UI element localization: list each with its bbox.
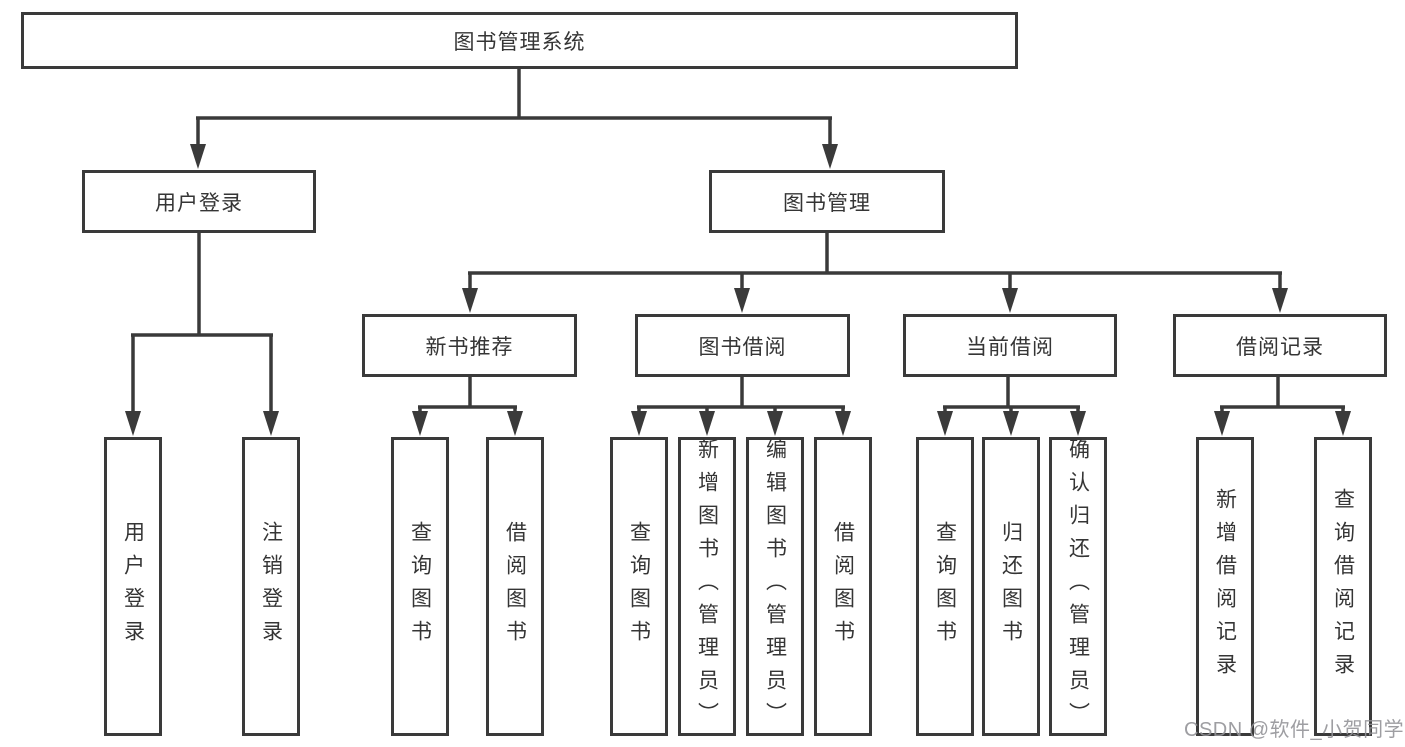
node-new-book-recommend: 新书推荐 xyxy=(362,314,577,377)
leaf-newbook-borrow-books: 借阅图书 xyxy=(486,437,544,736)
leaf-newbook-query-books: 查询图书 xyxy=(391,437,449,736)
leaf-current-return-books: 归还图书 xyxy=(982,437,1040,736)
node-book-borrow: 图书借阅 xyxy=(635,314,850,377)
leaf-current-confirm-return-admin: 确认归还（管理员） xyxy=(1049,437,1107,736)
node-borrow-records: 借阅记录 xyxy=(1173,314,1387,377)
leaf-borrow-edit-books-admin: 编辑图书（管理员） xyxy=(746,437,804,736)
leaf-logout: 注销登录 xyxy=(242,437,300,736)
leaf-borrow-add-books-admin: 新增图书（管理员） xyxy=(678,437,736,736)
node-current-borrow: 当前借阅 xyxy=(903,314,1117,377)
csdn-watermark: CSDN @软件_小贺同学 xyxy=(1184,719,1405,741)
node-user-login: 用户登录 xyxy=(82,170,316,233)
leaf-user-login: 用户登录 xyxy=(104,437,162,736)
leaf-records-add-record: 新增借阅记录 xyxy=(1196,437,1254,736)
leaf-current-query-books: 查询图书 xyxy=(916,437,974,736)
leaf-records-query-record: 查询借阅记录 xyxy=(1314,437,1372,736)
node-library-system: 图书管理系统 xyxy=(21,12,1018,69)
leaf-borrow-borrow-books: 借阅图书 xyxy=(814,437,872,736)
node-book-management: 图书管理 xyxy=(709,170,945,233)
leaf-borrow-query-books: 查询图书 xyxy=(610,437,668,736)
